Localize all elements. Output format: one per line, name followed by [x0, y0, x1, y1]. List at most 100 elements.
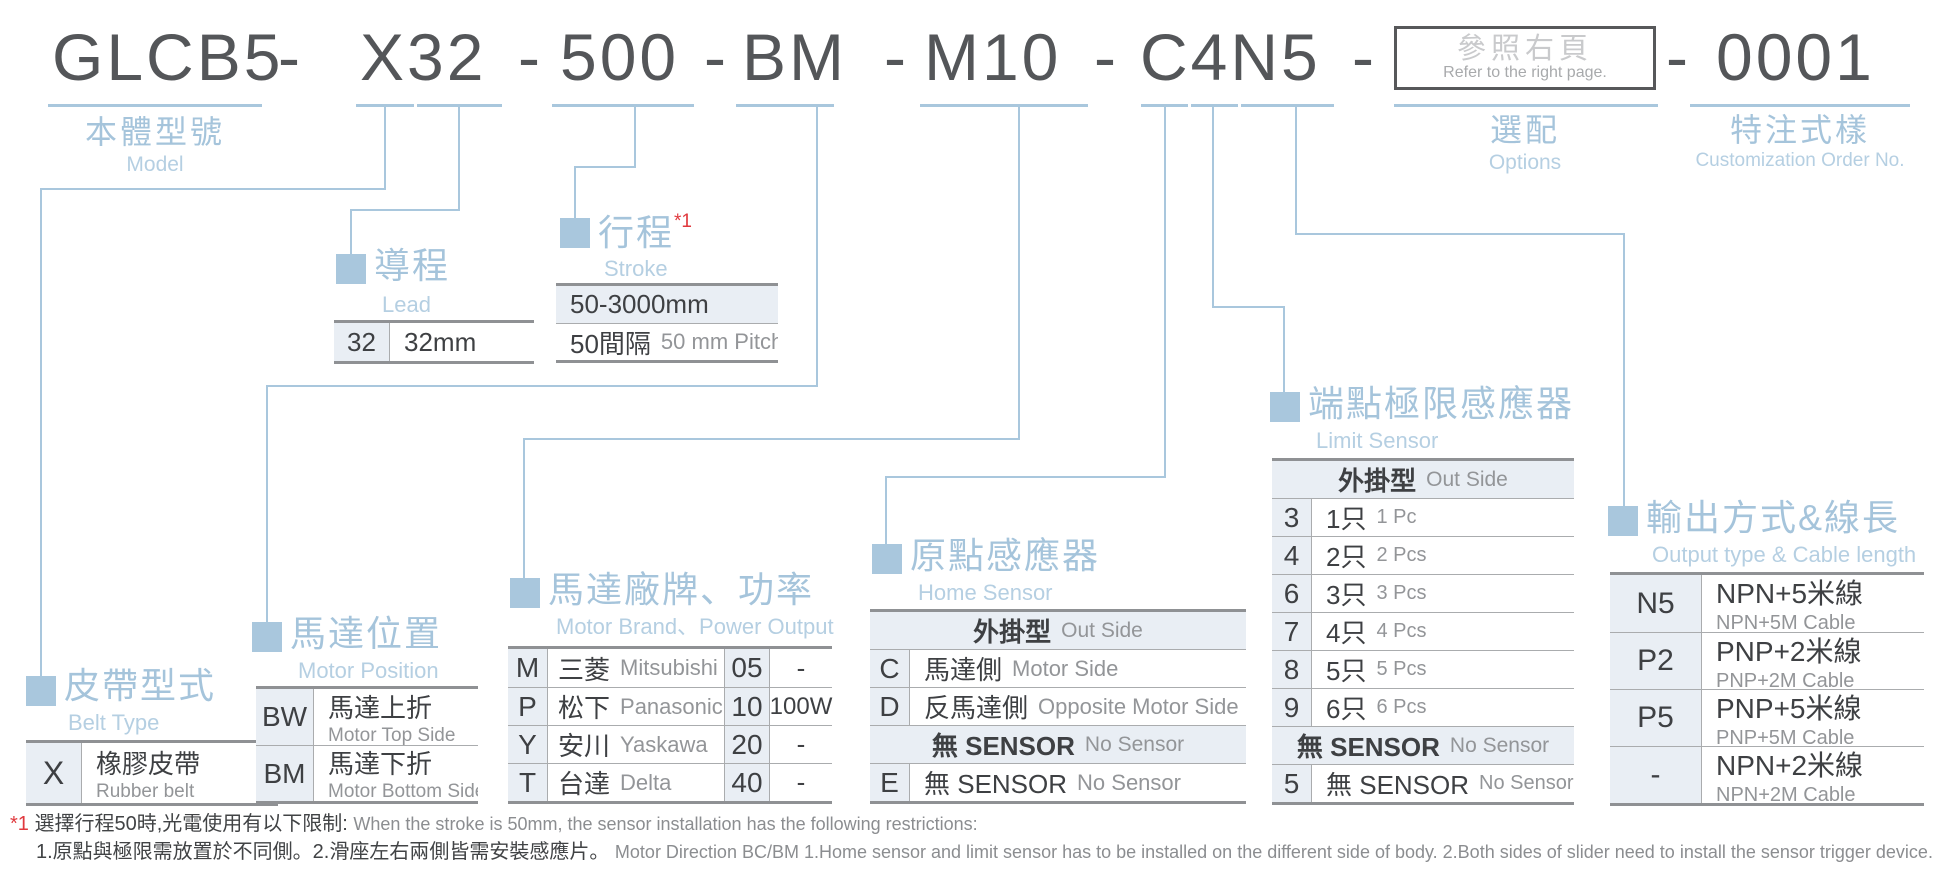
- connector-home-v2: [885, 476, 887, 548]
- motor-brand-en: Mitsubishi: [620, 655, 718, 680]
- belt-title-zh: 皮帶型式: [64, 665, 217, 706]
- motor-brand-title-zh: 馬達廠牌、功率: [548, 569, 815, 610]
- limit-sensor-en: 1 Pc: [1376, 506, 1417, 528]
- underline-limit-sensor: [1191, 104, 1238, 107]
- home-sensor-group-zh: 外掛型: [973, 617, 1052, 647]
- footnote-line-1: *1 選擇行程50時,光電使用有以下限制: When the stroke is…: [10, 812, 978, 836]
- limit-sensor-section-square-icon: [1270, 392, 1300, 422]
- motor-brand-code: Y: [508, 726, 548, 763]
- connector-belt-v2: [40, 188, 42, 680]
- label-model-zh: 本體型號: [84, 114, 225, 150]
- label-model: 本體型號 Model: [48, 114, 262, 178]
- code-segment-stroke: 500: [560, 20, 680, 94]
- motor-position-en: Motor Top Side: [328, 724, 456, 746]
- output-en: NPN+2M Cable: [1716, 783, 1856, 804]
- power-value: -: [796, 767, 806, 797]
- motor-brand-en: Delta: [620, 769, 672, 795]
- output-en: PNP+5M Cable: [1716, 726, 1855, 747]
- connector-lead-v2: [350, 209, 352, 257]
- table-row: 無 SENSOR No Sensor: [870, 725, 1246, 763]
- limit-sensor-en: 4 Pcs: [1376, 620, 1427, 642]
- connector-motor-h: [523, 438, 1020, 440]
- connector-stroke-h: [574, 166, 636, 168]
- motor-position-section-square-icon: [252, 622, 282, 652]
- code-segment-motor-position: BM: [742, 20, 847, 94]
- belt-code: X: [26, 743, 82, 803]
- belt-table: X 橡膠皮帶 Rubber belt: [26, 740, 278, 806]
- home-sensor-group-en: Out Side: [1061, 618, 1143, 642]
- limit-sensor-title-zh: 端點極限感應器: [1308, 383, 1575, 424]
- connector-home-h: [885, 476, 1166, 478]
- connector-motor-pos-h: [266, 385, 818, 387]
- output-code: N5: [1610, 575, 1702, 632]
- stroke-note-ref: *1: [674, 211, 692, 232]
- home-sensor-group-en: No Sensor: [1084, 732, 1185, 756]
- motor-position-zh: 馬達上折: [328, 692, 433, 723]
- lead-code: 32: [334, 323, 390, 361]
- motor-position-title-en: Motor Position: [298, 658, 439, 683]
- connector-belt-v1: [384, 107, 386, 190]
- motor-brand-zh: 松下: [558, 693, 611, 723]
- footnote-line2-zh: 1.原點與極限需放置於不同側。2.滑座左右兩側皆需安裝感應片。: [36, 841, 610, 863]
- table-row: P5 PNP+5米線 PNP+5M Cable: [1610, 689, 1924, 746]
- lead-title-en: Lead: [382, 292, 431, 317]
- limit-sensor-zh: 2只: [1326, 542, 1367, 572]
- motor-brand-en: Yaskawa: [620, 731, 708, 757]
- connector-lead-v1: [458, 107, 460, 211]
- power-value: -: [796, 652, 806, 683]
- connector-limit-h: [1212, 306, 1285, 308]
- table-row: X 橡膠皮帶 Rubber belt: [26, 743, 278, 803]
- output-code: -: [1610, 747, 1702, 803]
- code-dash-2: -: [518, 20, 540, 94]
- table-row: N5 NPN+5米線 NPN+5M Cable: [1610, 575, 1924, 632]
- limit-sensor-code: 7: [1272, 613, 1312, 650]
- connector-motor-v2: [523, 438, 525, 582]
- footnote-ref: *1: [10, 813, 29, 835]
- code-dash-4: -: [884, 20, 906, 94]
- code-dash-6: -: [1352, 20, 1374, 94]
- table-row: 50-3000mm: [556, 286, 778, 323]
- belt-title-en: Belt Type: [68, 710, 160, 735]
- lead-title-zh: 導程: [374, 245, 451, 286]
- connector-limit-v1: [1212, 107, 1214, 308]
- table-row: 8 5只 5 Pcs: [1272, 650, 1574, 688]
- power-value: 100W: [769, 692, 833, 720]
- connector-output-h: [1295, 233, 1625, 235]
- stroke-pitch-zh: 50間隔: [570, 328, 651, 359]
- table-row: BM 馬達下折 Motor Bottom Side: [256, 745, 478, 801]
- motor-position-en: Motor Bottom Side: [328, 781, 478, 801]
- limit-sensor-zh: 5只: [1326, 656, 1367, 686]
- motor-position-code: BW: [256, 689, 314, 745]
- label-customization: 特注式樣 Customization Order No.: [1655, 112, 1945, 173]
- limit-sensor-zh: 6只: [1326, 694, 1367, 724]
- output-zh: NPN+2米線: [1716, 749, 1864, 781]
- home-sensor-group-zh: 無 SENSOR: [931, 731, 1075, 761]
- connector-lead-h: [350, 209, 460, 211]
- underline-options: [1394, 104, 1658, 107]
- connector-stroke-v1: [634, 107, 636, 168]
- power-code: 40: [724, 764, 770, 801]
- limit-sensor-en: 5 Pcs: [1376, 658, 1427, 680]
- power-value: -: [796, 729, 806, 759]
- options-box-label-en: Refer to the right page.: [1443, 64, 1607, 82]
- home-sensor-title-zh: 原點感應器: [910, 535, 1101, 576]
- motor-brand-code: T: [508, 764, 548, 801]
- code-dash-5: -: [1094, 20, 1116, 94]
- label-options-zh: 選配: [1489, 112, 1560, 148]
- limit-sensor-code: 8: [1272, 651, 1312, 688]
- underline-home-sensor: [1141, 104, 1188, 107]
- home-sensor-code: D: [870, 688, 910, 725]
- motor-position-zh: 馬達下折: [328, 749, 433, 779]
- underline-stroke: [552, 104, 694, 107]
